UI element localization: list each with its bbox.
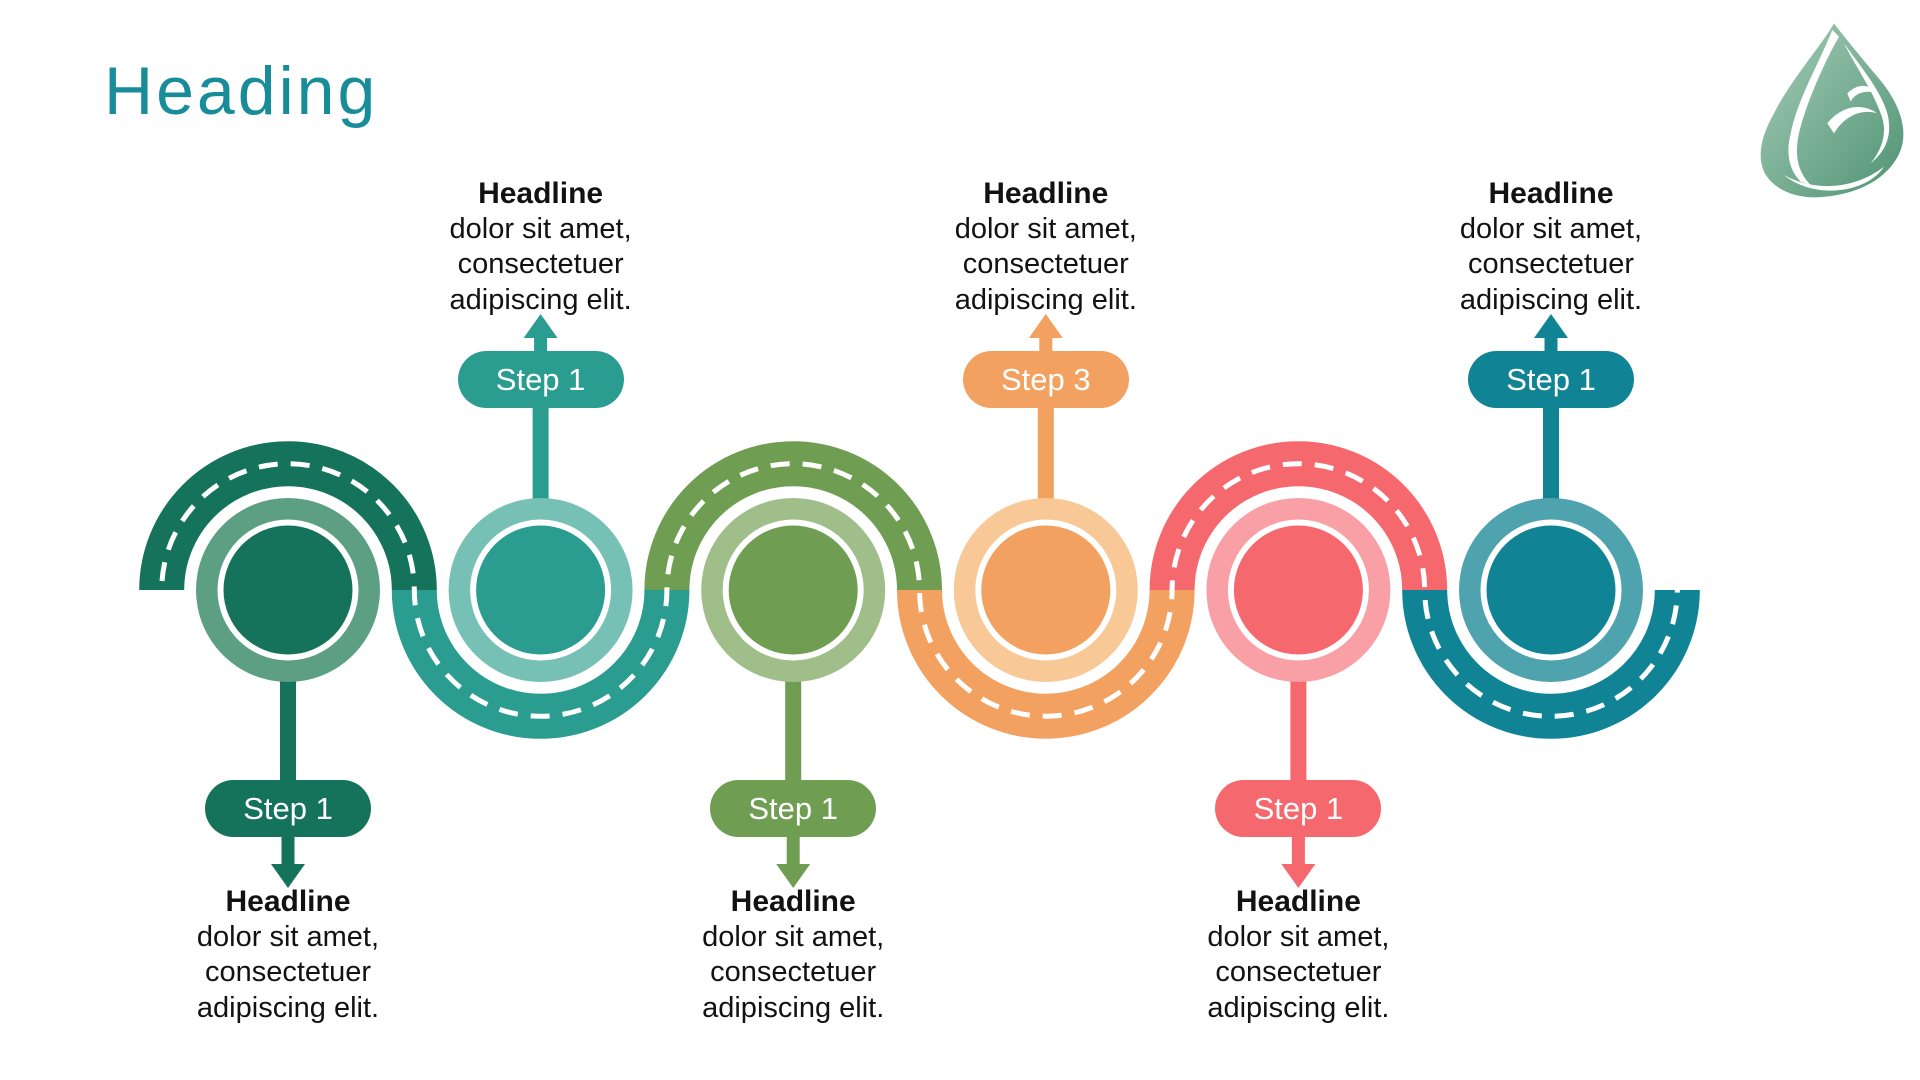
pill-arrow xyxy=(1028,314,1063,353)
headline: Headline xyxy=(983,177,1109,210)
step-pill: Step 1 xyxy=(1468,351,1634,408)
step-pill: Step 1 xyxy=(205,780,371,837)
step-pill-label: Step 1 xyxy=(1506,362,1596,397)
body-line: adipiscing elit. xyxy=(1207,991,1390,1024)
body-line: dolor sit amet, xyxy=(449,212,632,245)
pill-arrow xyxy=(1281,835,1316,888)
body-line: consectetuer xyxy=(204,956,372,988)
step-pill-label: Step 1 xyxy=(748,791,838,826)
body-line: dolor sit amet, xyxy=(1207,920,1390,953)
body-line: dolor sit amet, xyxy=(1459,212,1643,245)
step-pill-label: Step 1 xyxy=(243,791,333,826)
body-line: consectetuer xyxy=(1215,956,1382,988)
step-text-block: Headline dolor sit amet, consectetuer ad… xyxy=(1401,176,1701,318)
step-node-circle xyxy=(1459,498,1643,682)
step-pill: Step 1 xyxy=(710,780,877,837)
step-pill: Step 1 xyxy=(1215,780,1382,837)
pill-arrows xyxy=(271,314,1568,888)
body-line: adipiscing elit. xyxy=(1459,283,1643,316)
step-text-block: Headline dolor sit amet, consectetuer ad… xyxy=(896,176,1196,318)
step-node-circle xyxy=(1206,498,1391,682)
step-pill-label: Step 3 xyxy=(1000,362,1091,397)
headline: Headline xyxy=(730,885,856,918)
step-pill-label: Step 1 xyxy=(1253,791,1344,826)
journey-road xyxy=(139,441,1700,739)
leaf-drop-logo-icon xyxy=(1760,23,1904,198)
step-text-block: Headline dolor sit amet, consectetuer ad… xyxy=(138,884,438,1026)
body-line: dolor sit amet, xyxy=(702,920,885,953)
headline: Headline xyxy=(225,885,351,918)
body-line: adipiscing elit. xyxy=(702,991,885,1024)
step-pill: Step 3 xyxy=(962,351,1129,408)
body-line: consectetuer xyxy=(962,248,1129,280)
body-line: consectetuer xyxy=(1467,248,1635,280)
body-line: dolor sit amet, xyxy=(196,920,380,953)
pill-arrow xyxy=(776,835,811,888)
body-line: adipiscing elit. xyxy=(449,283,632,316)
step-node-circle xyxy=(953,498,1138,682)
step-text-block: Headline dolor sit amet, consectetuer ad… xyxy=(1148,884,1448,1026)
step-node-circle xyxy=(448,498,633,682)
step-nodes xyxy=(196,498,1643,682)
step-text-block: Headline dolor sit amet, consectetuer ad… xyxy=(643,884,943,1026)
headline: Headline xyxy=(1235,885,1361,918)
page-title: Heading xyxy=(104,53,379,129)
step-text-block: Headline dolor sit amet, consectetuer ad… xyxy=(391,176,691,318)
dashed-center-line xyxy=(159,461,1680,719)
pill-arrow xyxy=(271,835,305,888)
body-line: dolor sit amet, xyxy=(954,212,1137,245)
step-pill: Step 1 xyxy=(457,351,624,408)
pill-arrow xyxy=(523,314,558,353)
headline: Headline xyxy=(478,177,604,210)
pill-arrow xyxy=(1534,314,1568,353)
step-node-circle xyxy=(701,498,886,682)
headline: Headline xyxy=(1488,177,1614,210)
step-pill-label: Step 1 xyxy=(495,362,586,397)
body-line: adipiscing elit. xyxy=(196,991,380,1024)
body-line: consectetuer xyxy=(710,956,877,988)
step-node-circle xyxy=(196,498,380,682)
body-line: consectetuer xyxy=(457,248,624,280)
body-line: adipiscing elit. xyxy=(954,283,1137,316)
